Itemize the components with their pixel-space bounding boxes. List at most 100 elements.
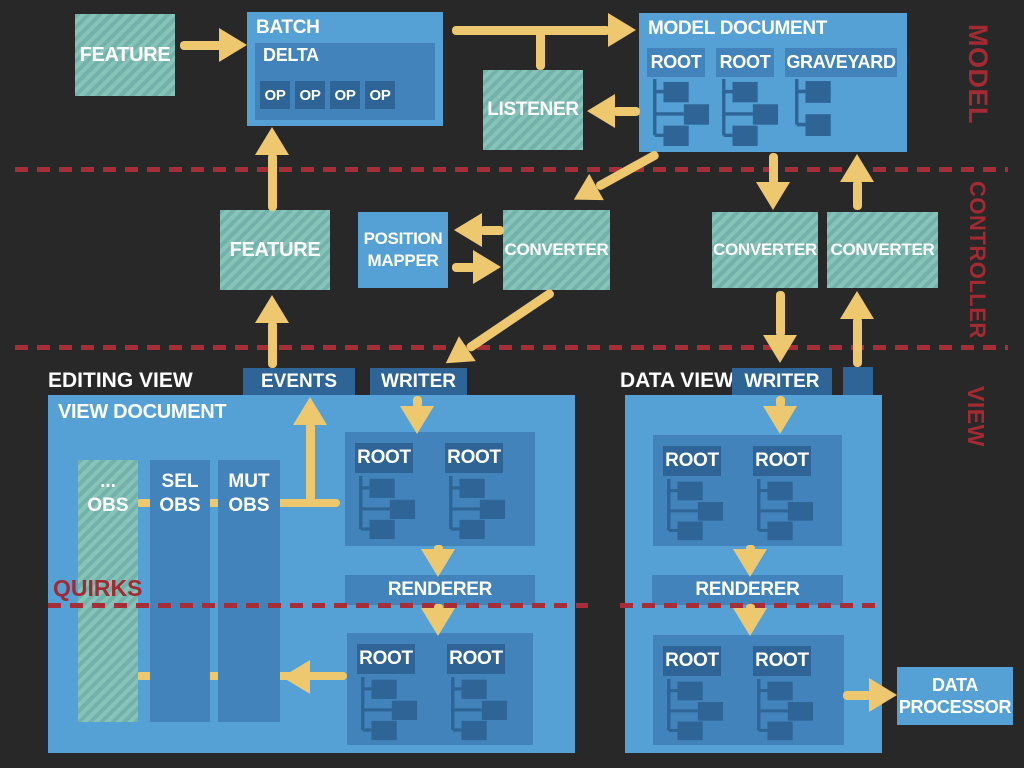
quirks-label: QUIRKS <box>53 575 143 601</box>
converter-label: CONVERTER <box>504 240 609 259</box>
op-box: OP <box>330 81 360 109</box>
tree-diagram <box>716 79 780 147</box>
batch-box: BATCH DELTA OP OP OP OP <box>247 12 443 126</box>
position-mapper-box: POSITION MAPPER <box>358 212 448 288</box>
controller-layer-label: CONTROLLER <box>965 181 990 339</box>
data-roots-container-bottom: ROOT ROOT <box>653 635 844 745</box>
root-label: ROOT <box>665 450 719 471</box>
observer-column-other: ... OBS <box>78 460 138 722</box>
renderer-label: RENDERER <box>695 579 800 600</box>
observer-column-mutation: MUT OBS <box>218 460 280 722</box>
root-label: ROOT <box>357 447 411 468</box>
root-label: ROOT <box>755 650 809 671</box>
root-header: ROOT <box>355 443 413 473</box>
root-label: ROOT <box>447 447 501 468</box>
model-root-tab: ROOT <box>716 48 774 77</box>
root-header: ROOT <box>357 644 415 674</box>
root-header: ROOT <box>445 443 503 473</box>
converter-label: CONVERTER <box>830 240 935 259</box>
converter-box-middle: CONVERTER <box>503 210 610 290</box>
listener-label: LISTENER <box>487 99 579 120</box>
converter-label: CONVERTER <box>712 240 818 259</box>
data-roots-container-top: ROOT ROOT <box>653 435 842 546</box>
data-processor-line1: DATA <box>931 675 979 695</box>
root-header: ROOT <box>447 644 505 674</box>
tree-diagram <box>647 79 711 147</box>
renderer-label: RENDERER <box>387 579 493 600</box>
root-header: ROOT <box>663 646 721 676</box>
model-controller-separator <box>15 167 1008 172</box>
feature-box-controller: FEATURE <box>220 210 330 290</box>
root-header: ROOT <box>753 446 811 476</box>
op-box: OP <box>260 81 290 109</box>
position-mapper-line2: MAPPER <box>367 251 439 270</box>
observer-column-selection: SEL OBS <box>150 460 210 722</box>
op-label: OP <box>369 86 391 104</box>
observer-label: OBS <box>228 495 270 516</box>
feature-box-model: FEATURE <box>75 14 175 96</box>
arrow-dom-roots-to-observers-head <box>282 660 310 694</box>
feature-box-controller-label: FEATURE <box>229 238 321 261</box>
events-label: EVENTS <box>260 370 338 392</box>
op-box: OP <box>295 81 325 109</box>
listener-box: LISTENER <box>483 70 583 150</box>
root-header: ROOT <box>753 646 811 676</box>
op-label: OP <box>334 86 356 104</box>
tree-diagram <box>789 79 853 137</box>
root-label: ROOT <box>449 648 503 669</box>
tree-diagram <box>355 677 419 741</box>
model-document-box: MODEL DOCUMENT ROOT ROOT GRAVEYARD <box>639 13 907 152</box>
tree-diagram <box>443 476 507 540</box>
model-document-label: MODEL DOCUMENT <box>648 18 828 39</box>
observer-dots: ... <box>100 471 116 492</box>
tree-diagram <box>661 679 725 741</box>
delta-box: DELTA OP OP OP OP <box>255 43 435 120</box>
delta-label: DELTA <box>263 45 319 65</box>
data-processor-box: DATA PROCESSOR <box>897 667 1013 725</box>
model-graveyard-tab: GRAVEYARD <box>785 48 897 77</box>
op-label: OP <box>299 86 321 104</box>
writer-label: WRITER <box>381 370 456 392</box>
position-mapper-line1: POSITION <box>363 229 443 248</box>
view-layer-label: VIEW <box>963 386 989 447</box>
controller-view-separator <box>15 345 1008 350</box>
op-box: OP <box>365 81 395 109</box>
tree-diagram <box>751 479 815 541</box>
tree-diagram <box>353 476 417 540</box>
root-label: ROOT <box>755 450 809 471</box>
quirks-separator-editing <box>48 603 588 608</box>
root-label: ROOT <box>359 648 413 669</box>
tree-diagram <box>751 679 815 741</box>
editing-roots-container-top: ROOT ROOT <box>345 432 535 546</box>
root-label: ROOT <box>650 52 702 72</box>
editing-view-title: EDITING VIEW <box>48 369 193 392</box>
model-layer-label: MODEL <box>963 24 993 124</box>
converter-box-upcast: CONVERTER <box>827 212 938 288</box>
data-view-title: DATA VIEW <box>620 369 734 392</box>
writer-label: WRITER <box>744 370 820 392</box>
op-label: OP <box>264 86 286 104</box>
tree-diagram <box>661 479 725 541</box>
renderer-bar-editing: RENDERER <box>345 575 535 605</box>
observer-label: OBS <box>159 495 201 516</box>
editing-roots-container-bottom: ROOT ROOT <box>347 633 533 745</box>
root-label: ROOT <box>665 650 719 671</box>
arrow-branch-to-listener <box>536 28 545 70</box>
converter-box-downcast: CONVERTER <box>712 212 818 288</box>
writer-tab-data: WRITER <box>732 368 832 395</box>
renderer-bar-data: RENDERER <box>652 575 843 605</box>
upcast-tab <box>843 367 873 395</box>
observer-label: OBS <box>87 495 129 516</box>
events-tab: EVENTS <box>243 368 355 395</box>
feature-box-model-label: FEATURE <box>79 43 171 66</box>
model-root-tab: ROOT <box>647 48 705 77</box>
sel-label: SEL <box>161 471 199 492</box>
data-processor-line2: PROCESSOR <box>898 697 1012 717</box>
mut-label: MUT <box>228 471 270 492</box>
arrow-converter-middle-to-writer-editing <box>465 287 556 353</box>
writer-tab-editing: WRITER <box>370 368 467 395</box>
graveyard-label: GRAVEYARD <box>786 52 896 72</box>
root-header: ROOT <box>663 446 721 476</box>
view-document-label: VIEW DOCUMENT <box>58 401 227 423</box>
